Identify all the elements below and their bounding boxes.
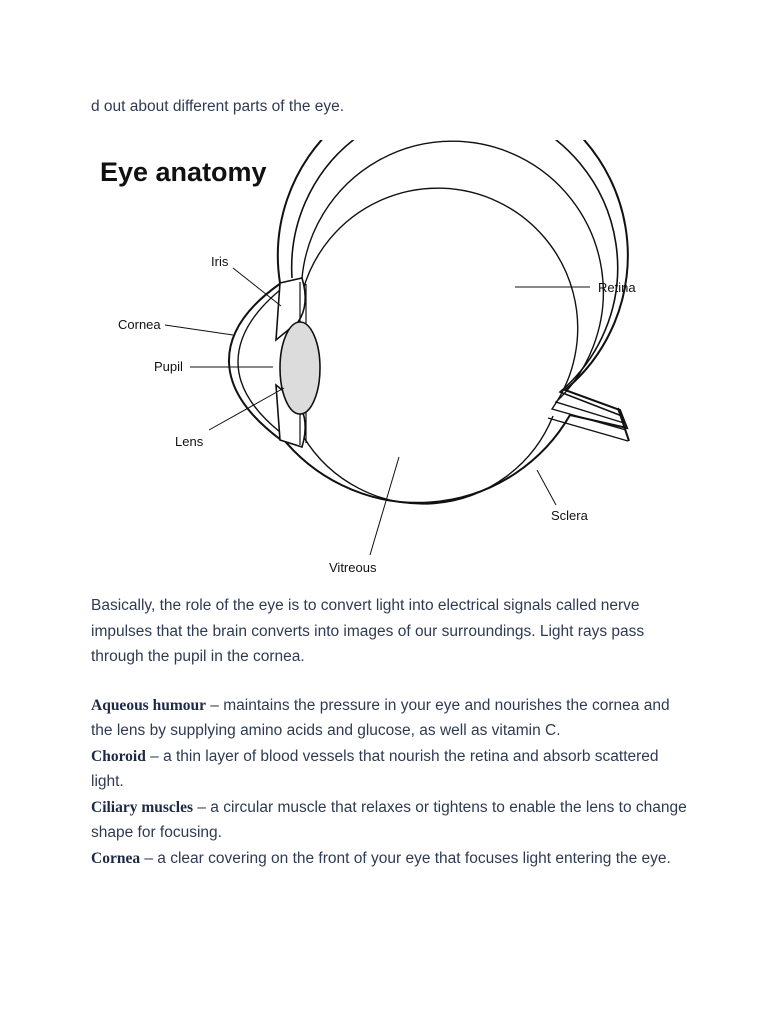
optic-nerve-end (617, 407, 630, 442)
sclera-inner (290, 140, 623, 417)
definition-text: – a thin layer of blood vessels that nou… (91, 747, 659, 791)
cornea-inner (237, 289, 281, 433)
definition-choroid: Choroid – a thin layer of blood vessels … (91, 744, 691, 795)
definition-text: – maintains the pressure in your eye and… (91, 696, 670, 740)
sclera-leader (536, 469, 557, 506)
label-lens: Lens (175, 434, 204, 449)
cornea-shape (227, 282, 282, 441)
intro-paragraph: Basically, the role of the eye is to con… (91, 597, 645, 665)
intro-text: d out about different parts of the eye. (91, 98, 345, 115)
label-vitreous: Vitreous (329, 560, 377, 575)
definition-aqueous-humour: Aqueous humour – maintains the pressure … (91, 693, 691, 744)
label-iris: Iris (211, 254, 229, 269)
lens-leader (208, 387, 285, 431)
optic-nerve-lower (547, 417, 629, 442)
definition-text: – a circular muscle that relaxes or tigh… (91, 798, 687, 842)
sclera-outer (276, 140, 629, 504)
label-pupil: Pupil (154, 359, 183, 374)
cornea-leader (164, 324, 234, 336)
term: Choroid (91, 747, 146, 765)
definition-ciliary-muscles: Ciliary muscles – a circular muscle that… (91, 795, 691, 846)
term: Cornea (91, 849, 141, 867)
term: Ciliary muscles (91, 798, 194, 816)
label-sclera: Sclera (551, 508, 589, 523)
retina-line (302, 187, 627, 505)
term: Aqueous humour (91, 696, 206, 714)
article-body: Basically, the role of the eye is to con… (91, 593, 691, 871)
label-cornea: Cornea (118, 317, 161, 332)
definition-cornea: Cornea – a clear covering on the front o… (91, 846, 691, 872)
definition-text: – a clear covering on the front of your … (140, 849, 671, 867)
iris-leader (232, 267, 282, 307)
lens-shape (279, 321, 321, 415)
eye-anatomy-diagram: Eye anatomy Iris Cornea Pupil (90, 140, 650, 585)
diagram-title: Eye anatomy (100, 157, 267, 187)
label-retina: Retina (598, 280, 636, 295)
choroid-line (301, 140, 625, 424)
vitreous-leader (369, 456, 400, 556)
paragraph-gap (91, 670, 691, 693)
